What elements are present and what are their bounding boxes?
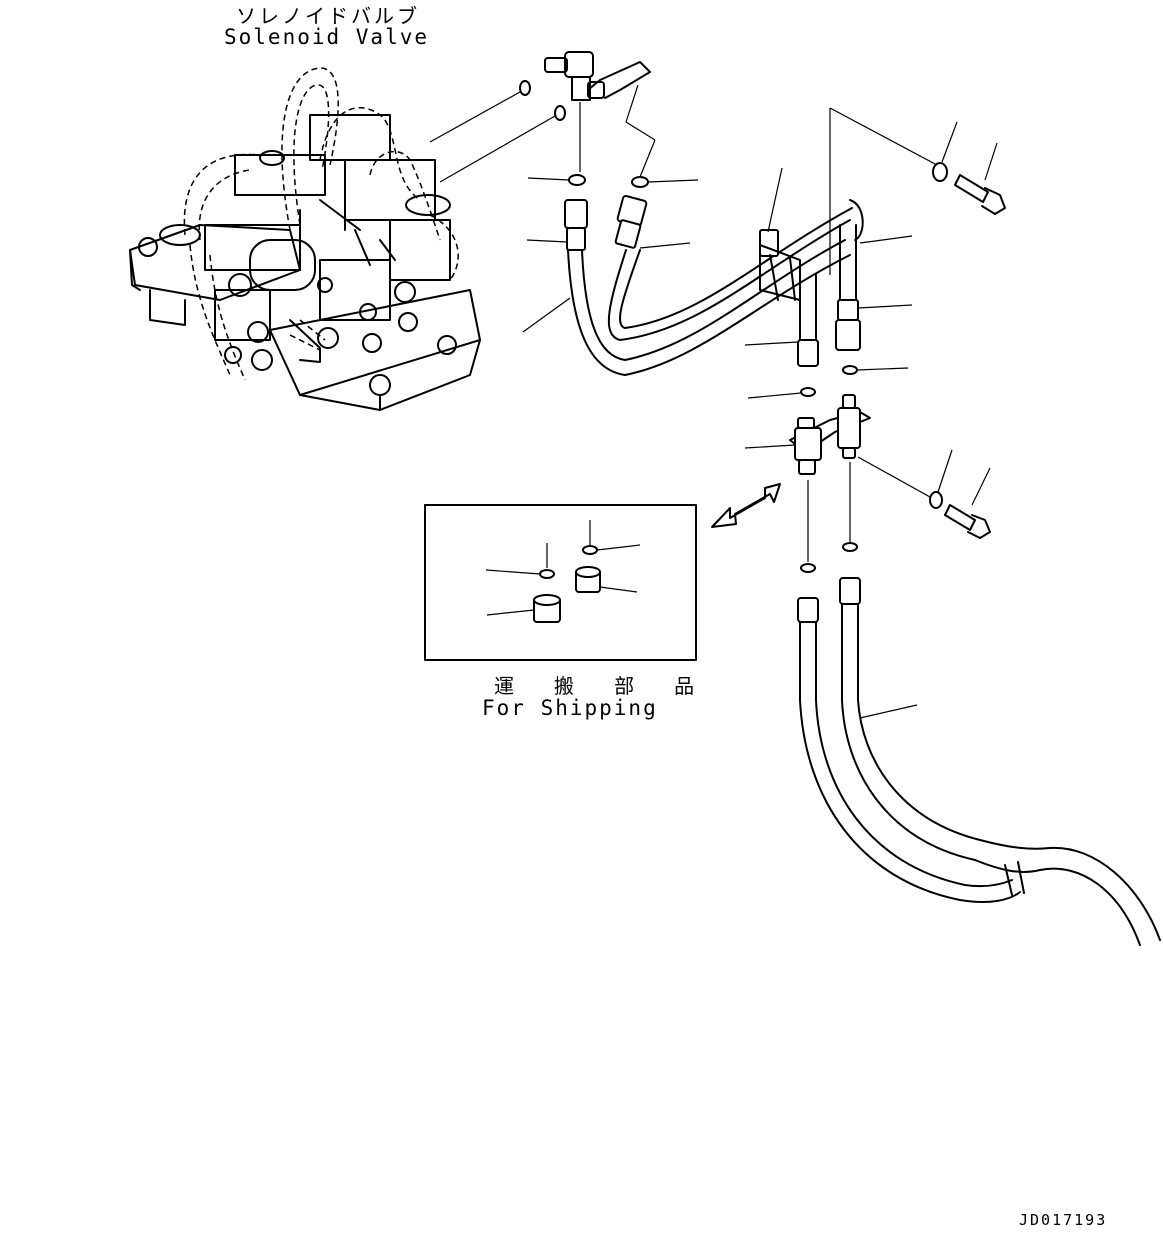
solenoid-valve-label-en: Solenoid Valve (224, 25, 430, 49)
double-arrow (711, 483, 781, 528)
shipping-label-en: For Shipping (482, 696, 658, 720)
upper-o-rings (527, 174, 699, 188)
lower-o-rings (800, 462, 858, 573)
mid-o-rings (747, 365, 909, 399)
upper-hoses (564, 195, 864, 376)
lower-bolt (857, 449, 991, 539)
solenoid-valve-assembly (129, 67, 481, 411)
elbow-fittings (544, 51, 656, 178)
junction-block (744, 394, 871, 475)
shipping-parts-box (424, 504, 697, 661)
lower-hoses (797, 577, 1161, 946)
shipping-label-jp: 運 搬 部 品 (494, 674, 709, 698)
drawing-number: JD017193 (1019, 1211, 1108, 1229)
upper-hose-leaders (522, 107, 938, 346)
upper-bolt (932, 121, 1006, 215)
solenoid-valve-label-jp: ソレノイドバルブ (236, 4, 420, 28)
valve-o-rings (429, 80, 566, 183)
